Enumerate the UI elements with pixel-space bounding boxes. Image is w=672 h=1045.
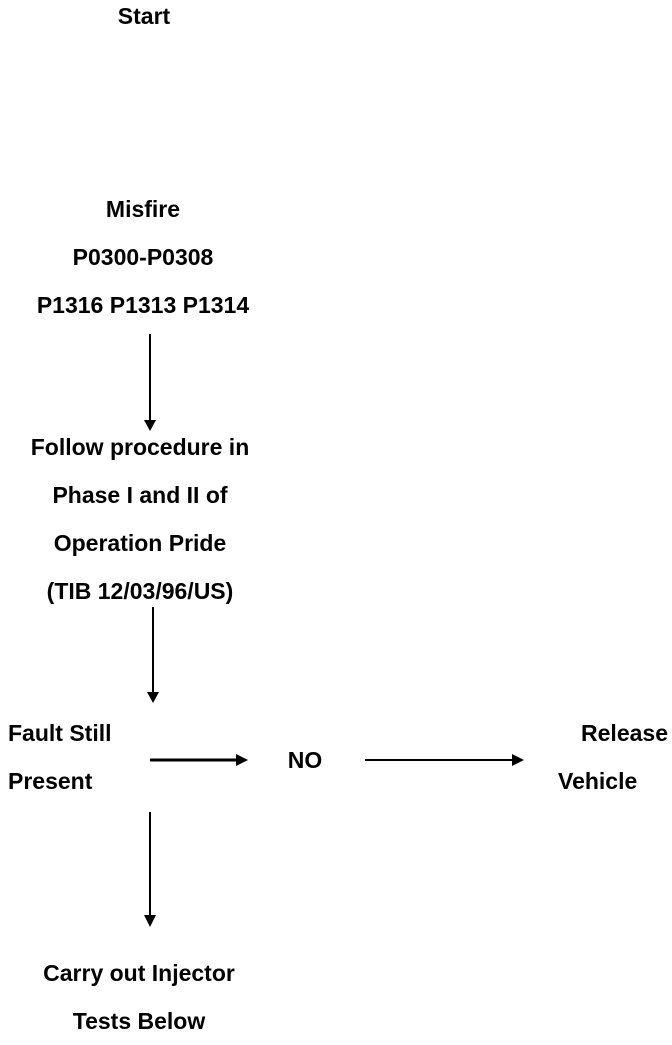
arrow-no-to-release	[365, 754, 524, 766]
release-line-2: Vehicle	[558, 768, 638, 794]
injector-line-1: Carry out Injector	[43, 960, 235, 986]
procedure-line-3: Operation Pride	[53, 530, 227, 556]
misfire-node: Misfire P0300-P0308 P1316 P1313 P1314	[0, 185, 286, 329]
injector-line-2: Tests Below	[72, 1008, 206, 1034]
no-label: NO	[287, 747, 323, 773]
fault-line-1: Fault Still	[8, 720, 112, 746]
misfire-codes-range: P0300-P0308	[72, 244, 214, 270]
release-node: Release Vehicle	[546, 709, 670, 805]
start-label: Start	[117, 3, 171, 29]
arrow-fault-to-injector	[144, 812, 156, 927]
procedure-line-1: Follow procedure in	[30, 434, 250, 460]
misfire-label: Misfire	[105, 196, 181, 222]
procedure-line-4: (TIB 12/03/96/US)	[46, 578, 234, 604]
procedure-node: Follow procedure in Phase I and II of Op…	[0, 423, 280, 615]
fault-line-2: Present	[8, 768, 93, 794]
no-node: NO	[265, 736, 345, 784]
injector-node: Carry out Injector Tests Below	[0, 949, 278, 1045]
release-line-1: Release	[581, 720, 668, 746]
arrow-misfire-to-procedure	[144, 334, 156, 431]
misfire-codes-list: P1316 P1313 P1314	[36, 292, 250, 318]
start-node: Start	[44, 0, 244, 40]
arrow-procedure-to-fault	[147, 607, 159, 703]
arrow-fault-to-no	[150, 754, 248, 766]
fault-node: Fault Still Present	[8, 709, 112, 805]
procedure-line-2: Phase I and II of	[52, 482, 228, 508]
